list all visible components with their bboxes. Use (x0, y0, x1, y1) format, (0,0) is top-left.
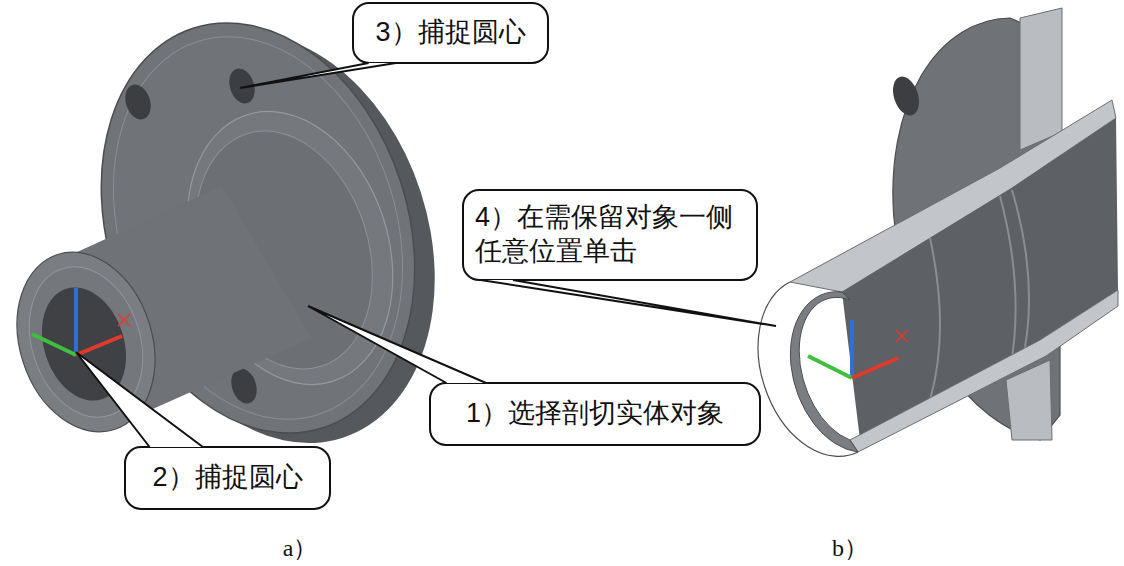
callout-bubble: 3）捕捉圆心 (353, 3, 548, 63)
callout-text: 1）选择剖切实体对象 (466, 397, 724, 431)
bolt-hole (121, 81, 155, 123)
axis-x-mark (896, 330, 908, 342)
bubble-tail (240, 63, 396, 88)
bubble-outline (463, 190, 757, 280)
callout-bubble: 4）在需保留对象一侧任意位置单击 (463, 190, 757, 280)
flange-iso-view (0, 0, 486, 484)
callout-bubble: 2）捕捉圆心 (125, 447, 330, 509)
bubble-tail (481, 280, 776, 326)
callout-text: 4）在需保留对象一侧任意位置单击 (475, 201, 745, 269)
bore-surface (842, 118, 1118, 440)
bubble-tail-fill (481, 280, 776, 326)
bubble-tail (76, 352, 203, 447)
hub-front-half (790, 292, 858, 452)
cut-face (1020, 8, 1062, 150)
bubble-tail-fill (76, 352, 203, 447)
axis-x (76, 336, 122, 355)
hub-outline (758, 282, 858, 456)
flange-section-view (758, 8, 1118, 456)
axis-x (852, 358, 898, 378)
bolt-hole (888, 73, 923, 118)
figure-label: a） (283, 532, 318, 564)
callout-bubble: 1）选择剖切实体对象 (430, 383, 760, 445)
bubble-tail-fill (308, 306, 486, 383)
axis-x-mark (118, 314, 130, 326)
bubble-outline (353, 3, 548, 63)
figure-label: b） (832, 532, 868, 564)
bubble-outline (430, 383, 760, 445)
flange-edge (66, 0, 450, 457)
axis-y (32, 334, 76, 355)
bubble-tail (308, 306, 486, 383)
axis-z (850, 320, 854, 378)
callout-text: 3）捕捉圆心 (375, 16, 525, 50)
axis-y (808, 356, 852, 378)
bubble-outline (125, 447, 330, 509)
axis-z (74, 288, 78, 355)
callout-text: 2）捕捉圆心 (152, 461, 302, 495)
cut-face-bottom (850, 290, 1118, 452)
bubble-tail-fill (240, 63, 396, 88)
